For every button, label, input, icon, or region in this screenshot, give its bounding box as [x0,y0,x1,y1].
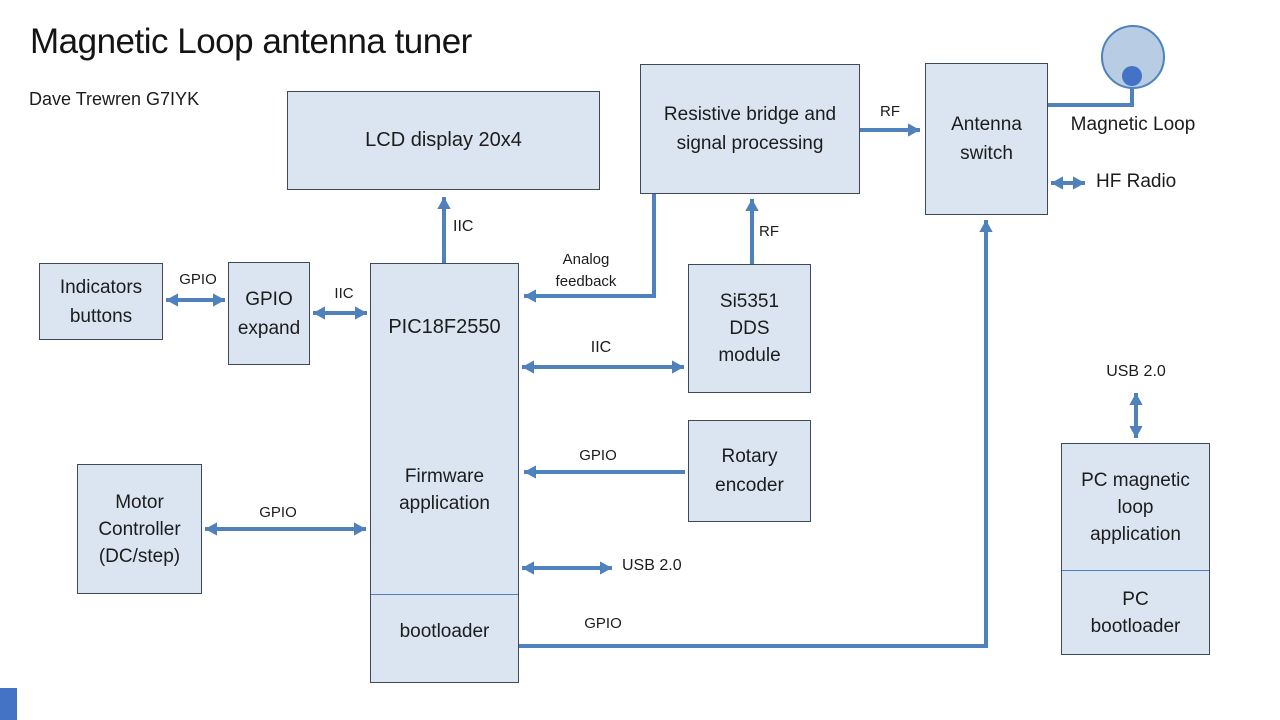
edge-label-iic-lcd: IIC [453,218,474,235]
edge-label-gpio-motor: GPIO [259,504,297,521]
pic-bootloader-label: bootloader [399,621,490,642]
edge-label-gpio-bootloader: GPIO [584,615,622,632]
node-label: Rotary encoder [715,446,784,496]
pc-bootloader-section: PC bootloader [1062,571,1209,654]
node-label: LCD display 20x4 [365,129,522,151]
node-label: Antenna switch [951,114,1022,164]
node-pc-application: PC magnetic loop application PC bootload… [1061,443,1210,655]
edge-label-usb-pc: USB 2.0 [1106,363,1166,380]
pc-bootloader-label: PC bootloader [1090,588,1181,637]
node-rotary-encoder: Rotary encoder [688,420,811,522]
edge-switch-magnetic-loop [1048,82,1134,107]
node-antenna-switch: Antenna switch [925,63,1048,215]
node-lcd-display: LCD display 20x4 [287,91,600,190]
node-indicators-buttons: Indicators buttons [39,263,163,340]
edge-label-rf-bridge-switch: RF [880,103,900,120]
edge-label-gpio-rotary: GPIO [579,447,617,464]
pc-app-label: PC magnetic loop application [1081,469,1190,545]
node-label: Resistive bridge and signal processing [663,104,837,154]
pic-chip-label: PIC18F2550 [388,316,501,338]
loop-circle [1101,25,1165,89]
edge-label-magnetic-loop: Magnetic Loop [1070,114,1196,135]
pc-app-section: PC magnetic loop application [1062,444,1209,570]
node-pic18f2550: PIC18F2550 Firmware application bootload… [370,263,519,683]
edge-label-gpio-indicators: GPIO [179,271,217,288]
node-label: Motor Controller (DC/step) [98,491,181,567]
node-resistive-bridge: Resistive bridge and signal processing [640,64,860,194]
node-label: Si5351 DDS module [718,291,781,366]
node-label: Indicators buttons [59,276,143,327]
edge-label-analog-feedback: Analog feedback [555,251,617,290]
node-gpio-expand: GPIO expand [228,262,310,365]
node-si5351-dds: Si5351 DDS module [688,264,811,393]
edge-label-usb-pic: USB 2.0 [622,557,682,574]
edge-label-iic-expand: IIC [334,285,354,302]
corner-accent-bar [0,688,17,720]
pic-section-divider [371,594,518,595]
pic-firmware-label: Firmware application [399,466,490,514]
edge-label-hf-radio: HF Radio [1096,171,1177,192]
loop-dot [1122,66,1142,86]
slide-author: Dave Trewren G7IYK [29,89,200,109]
edge-label-iic-dds: IIC [590,339,612,356]
edge-label-rf-dds-bridge: RF [759,223,779,240]
magnetic-loop-icon [1101,25,1165,89]
node-motor-controller: Motor Controller (DC/step) [77,464,202,594]
node-label: GPIO expand [237,288,301,339]
pc-section-divider [1062,570,1209,571]
slide-title: Magnetic Loop antenna tuner [30,22,472,61]
